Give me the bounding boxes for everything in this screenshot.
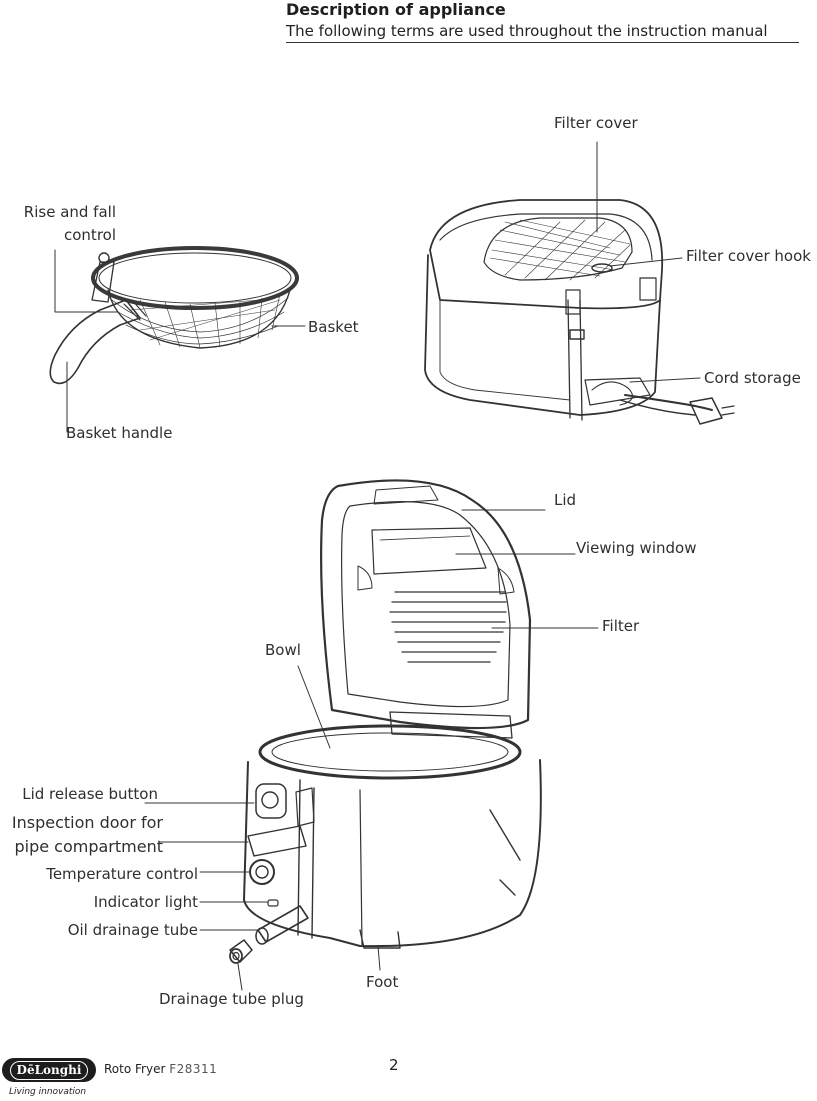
label-drainage-tube-plug: Drainage tube plug bbox=[159, 990, 304, 1008]
label-inspection-door-line2: pipe compartment bbox=[14, 837, 163, 856]
page-subtitle: The following terms are used throughout … bbox=[286, 22, 768, 40]
model-name-text: Roto Fryer bbox=[104, 1062, 166, 1076]
leader-lines bbox=[54, 141, 701, 991]
brand-tagline: Living innovation bbox=[9, 1087, 87, 1097]
label-cord-storage: Cord storage bbox=[704, 369, 801, 387]
label-filter-cover-hook: Filter cover hook bbox=[686, 247, 811, 265]
page-title: Description of appliance bbox=[286, 0, 506, 19]
title-rule bbox=[286, 42, 799, 43]
label-indicator-light: Indicator light bbox=[93, 893, 198, 911]
brand-logo: DēLonghi bbox=[2, 1058, 96, 1082]
fryer-closed-illustration bbox=[424, 199, 735, 425]
label-inspection-door-line1: Inspection door for bbox=[11, 813, 163, 832]
label-rise-fall-line1: Rise and fall bbox=[23, 203, 116, 221]
label-oil-drainage-tube: Oil drainage tube bbox=[67, 921, 198, 939]
label-filter: Filter bbox=[602, 617, 640, 635]
label-rise-fall-line2: control bbox=[64, 226, 116, 244]
model-code: F28311 bbox=[169, 1062, 218, 1076]
label-foot: Foot bbox=[366, 973, 399, 991]
fryer-open-illustration bbox=[243, 479, 542, 949]
label-filter-cover: Filter cover bbox=[554, 114, 638, 132]
label-lid-release-button: Lid release button bbox=[22, 785, 158, 803]
label-basket: Basket bbox=[308, 318, 359, 336]
label-viewing-window: Viewing window bbox=[576, 539, 697, 557]
model-name: Roto Fryer F28311 bbox=[104, 1062, 217, 1076]
label-lid: Lid bbox=[554, 491, 577, 509]
basket-illustration bbox=[49, 246, 299, 385]
label-bowl: Bowl bbox=[265, 641, 301, 659]
page-number: 2 bbox=[389, 1056, 399, 1074]
brand-logo-text: DēLonghi bbox=[9, 1060, 89, 1080]
drainage-plug-illustration bbox=[229, 939, 253, 964]
label-basket-handle: Basket handle bbox=[66, 424, 173, 442]
label-temperature-control: Temperature control bbox=[46, 865, 198, 883]
